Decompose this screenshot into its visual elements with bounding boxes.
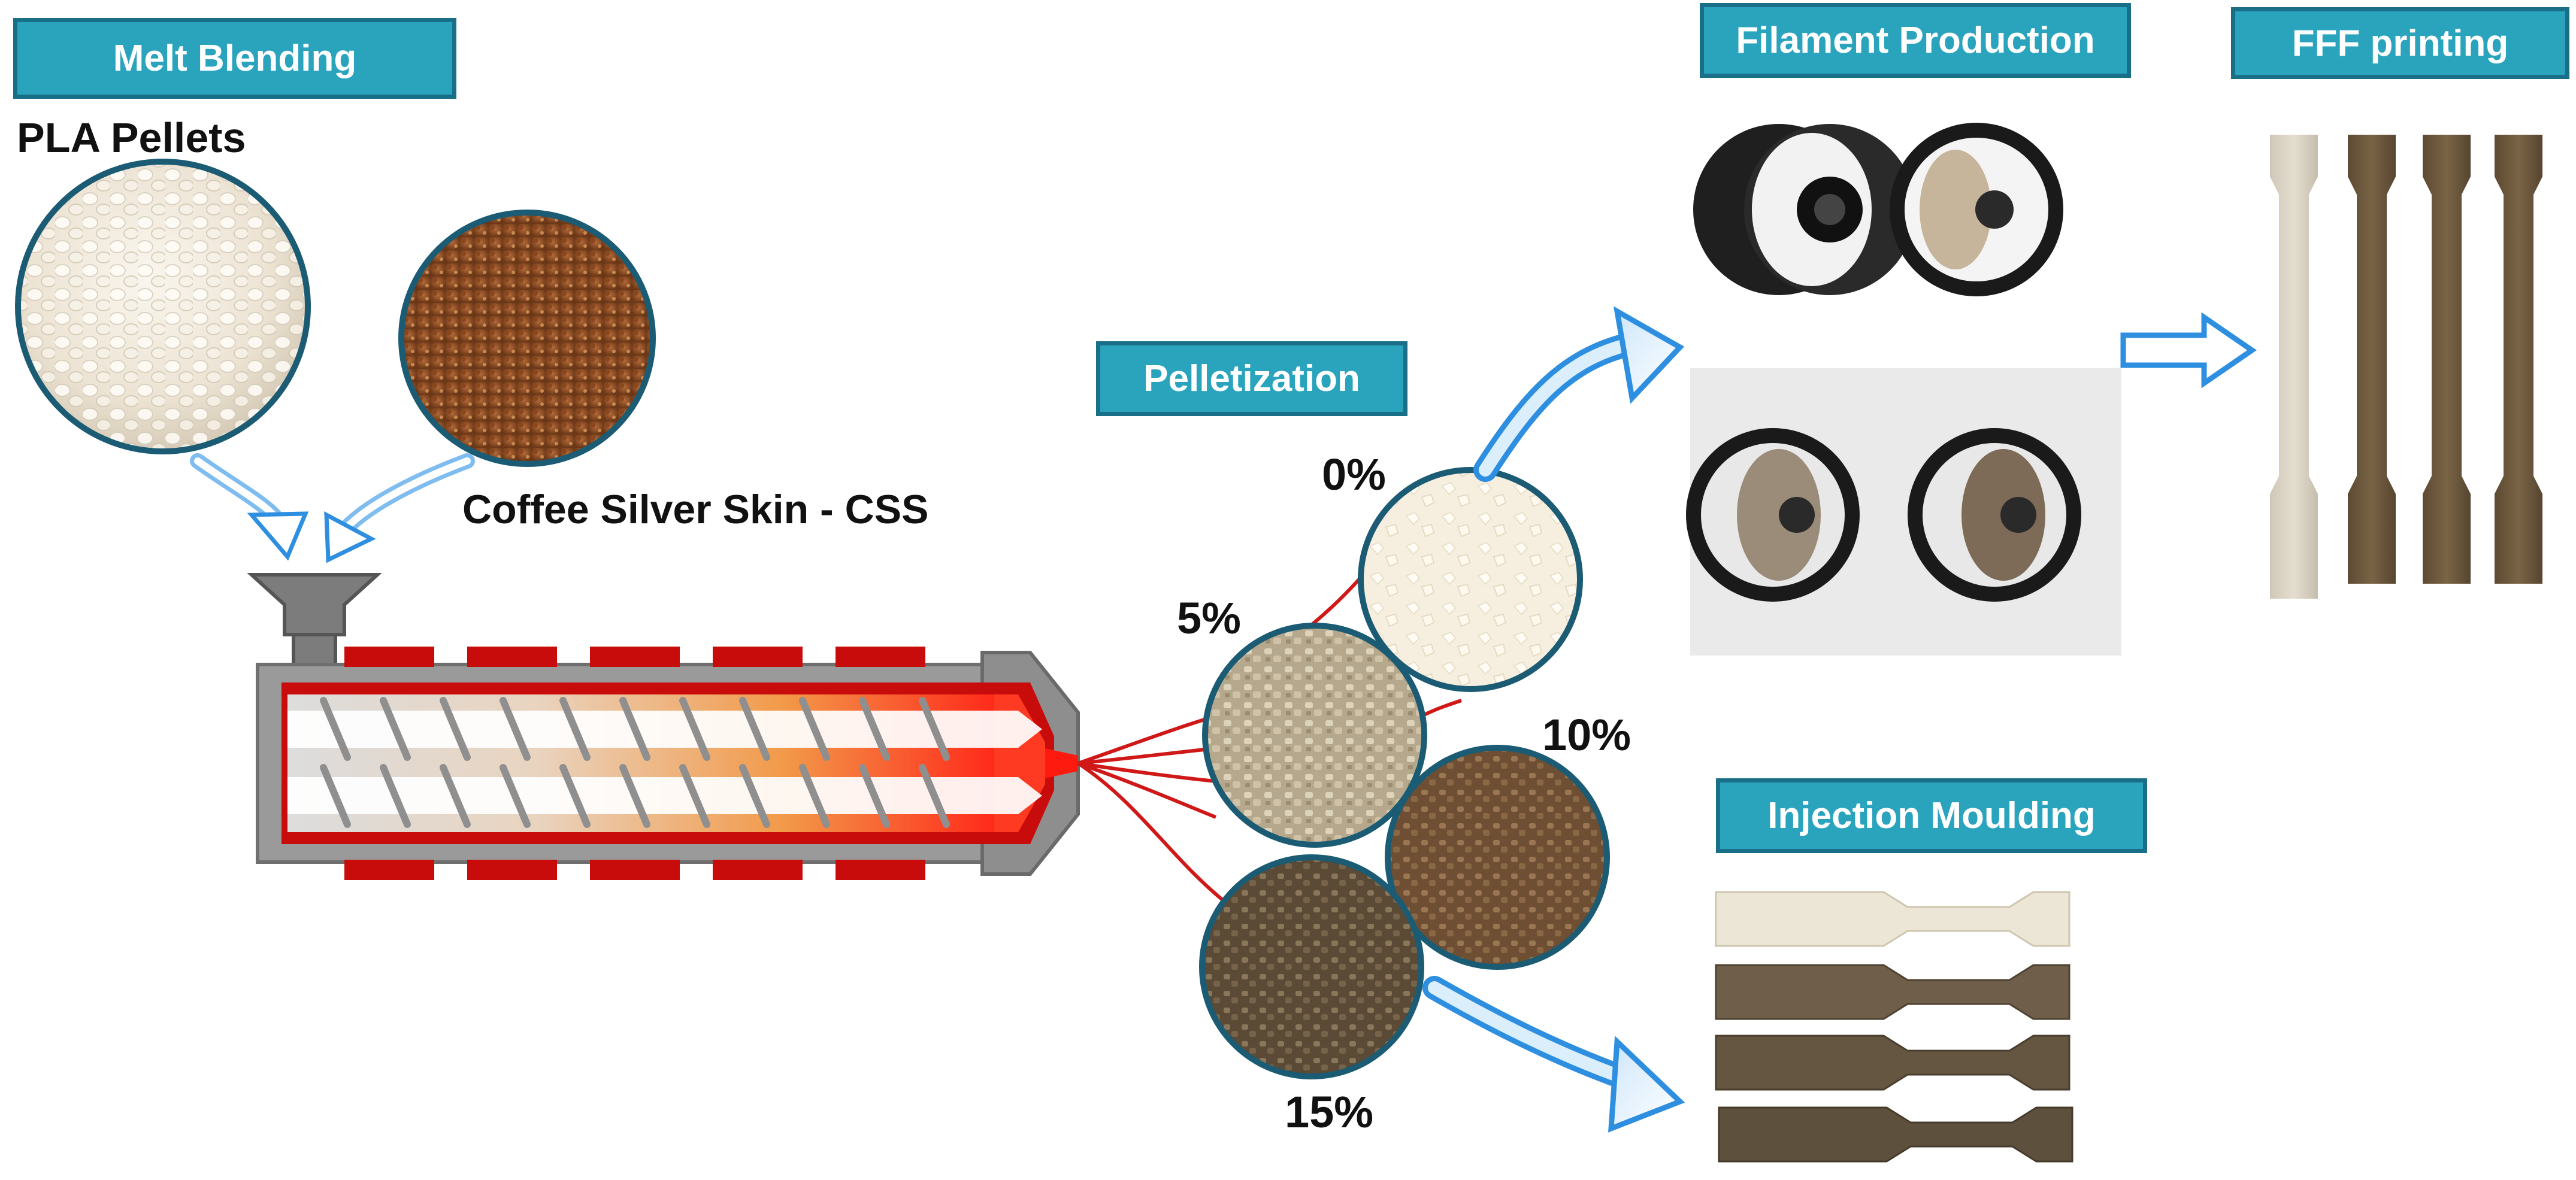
pellets-5-percent — [1202, 623, 1427, 848]
css-feed-arrow — [324, 453, 475, 563]
twin-screw-extruder — [247, 573, 1080, 880]
pla-pellets-label: PLA Pellets — [17, 114, 246, 161]
spool-5-percent — [1686, 428, 1860, 602]
melt-blending-title: Melt Blending — [13, 18, 456, 99]
arrow-to-injection — [1422, 976, 1685, 1133]
filament-production-title: Filament Production — [1700, 3, 2131, 78]
concentration-5-label: 5% — [1177, 593, 1241, 643]
concentration-10-label: 10% — [1542, 710, 1631, 760]
concentration-0-label: 0% — [1322, 450, 1386, 499]
arrow-to-filament — [1473, 306, 1685, 482]
fff-printed-specimens — [2270, 135, 2542, 599]
injection-moulding-title: Injection Moulding — [1716, 778, 2147, 853]
pellets-10-percent — [1385, 745, 1610, 970]
injection-moulded-specimens — [1715, 891, 2073, 1163]
pelletization-title: Pelletization — [1096, 341, 1407, 416]
pellets-15-percent — [1199, 854, 1424, 1079]
concentration-15-label: 15% — [1285, 1087, 1374, 1137]
fff-printing-title: FFF printing — [2231, 7, 2569, 79]
arrow-to-fff — [2120, 312, 2257, 389]
pellets-0-percent — [1358, 467, 1583, 692]
pla-feed-arrow — [190, 453, 309, 561]
coffee-silver-skin-image — [398, 210, 656, 467]
spool-0-percent — [1890, 123, 2063, 296]
css-label: Coffee Silver Skin - CSS — [462, 487, 929, 532]
pla-pellets-image — [15, 159, 311, 454]
spool-10-percent — [1908, 428, 2081, 602]
filament-spools-panel — [1686, 123, 2121, 656]
spool-white — [1693, 124, 1915, 295]
